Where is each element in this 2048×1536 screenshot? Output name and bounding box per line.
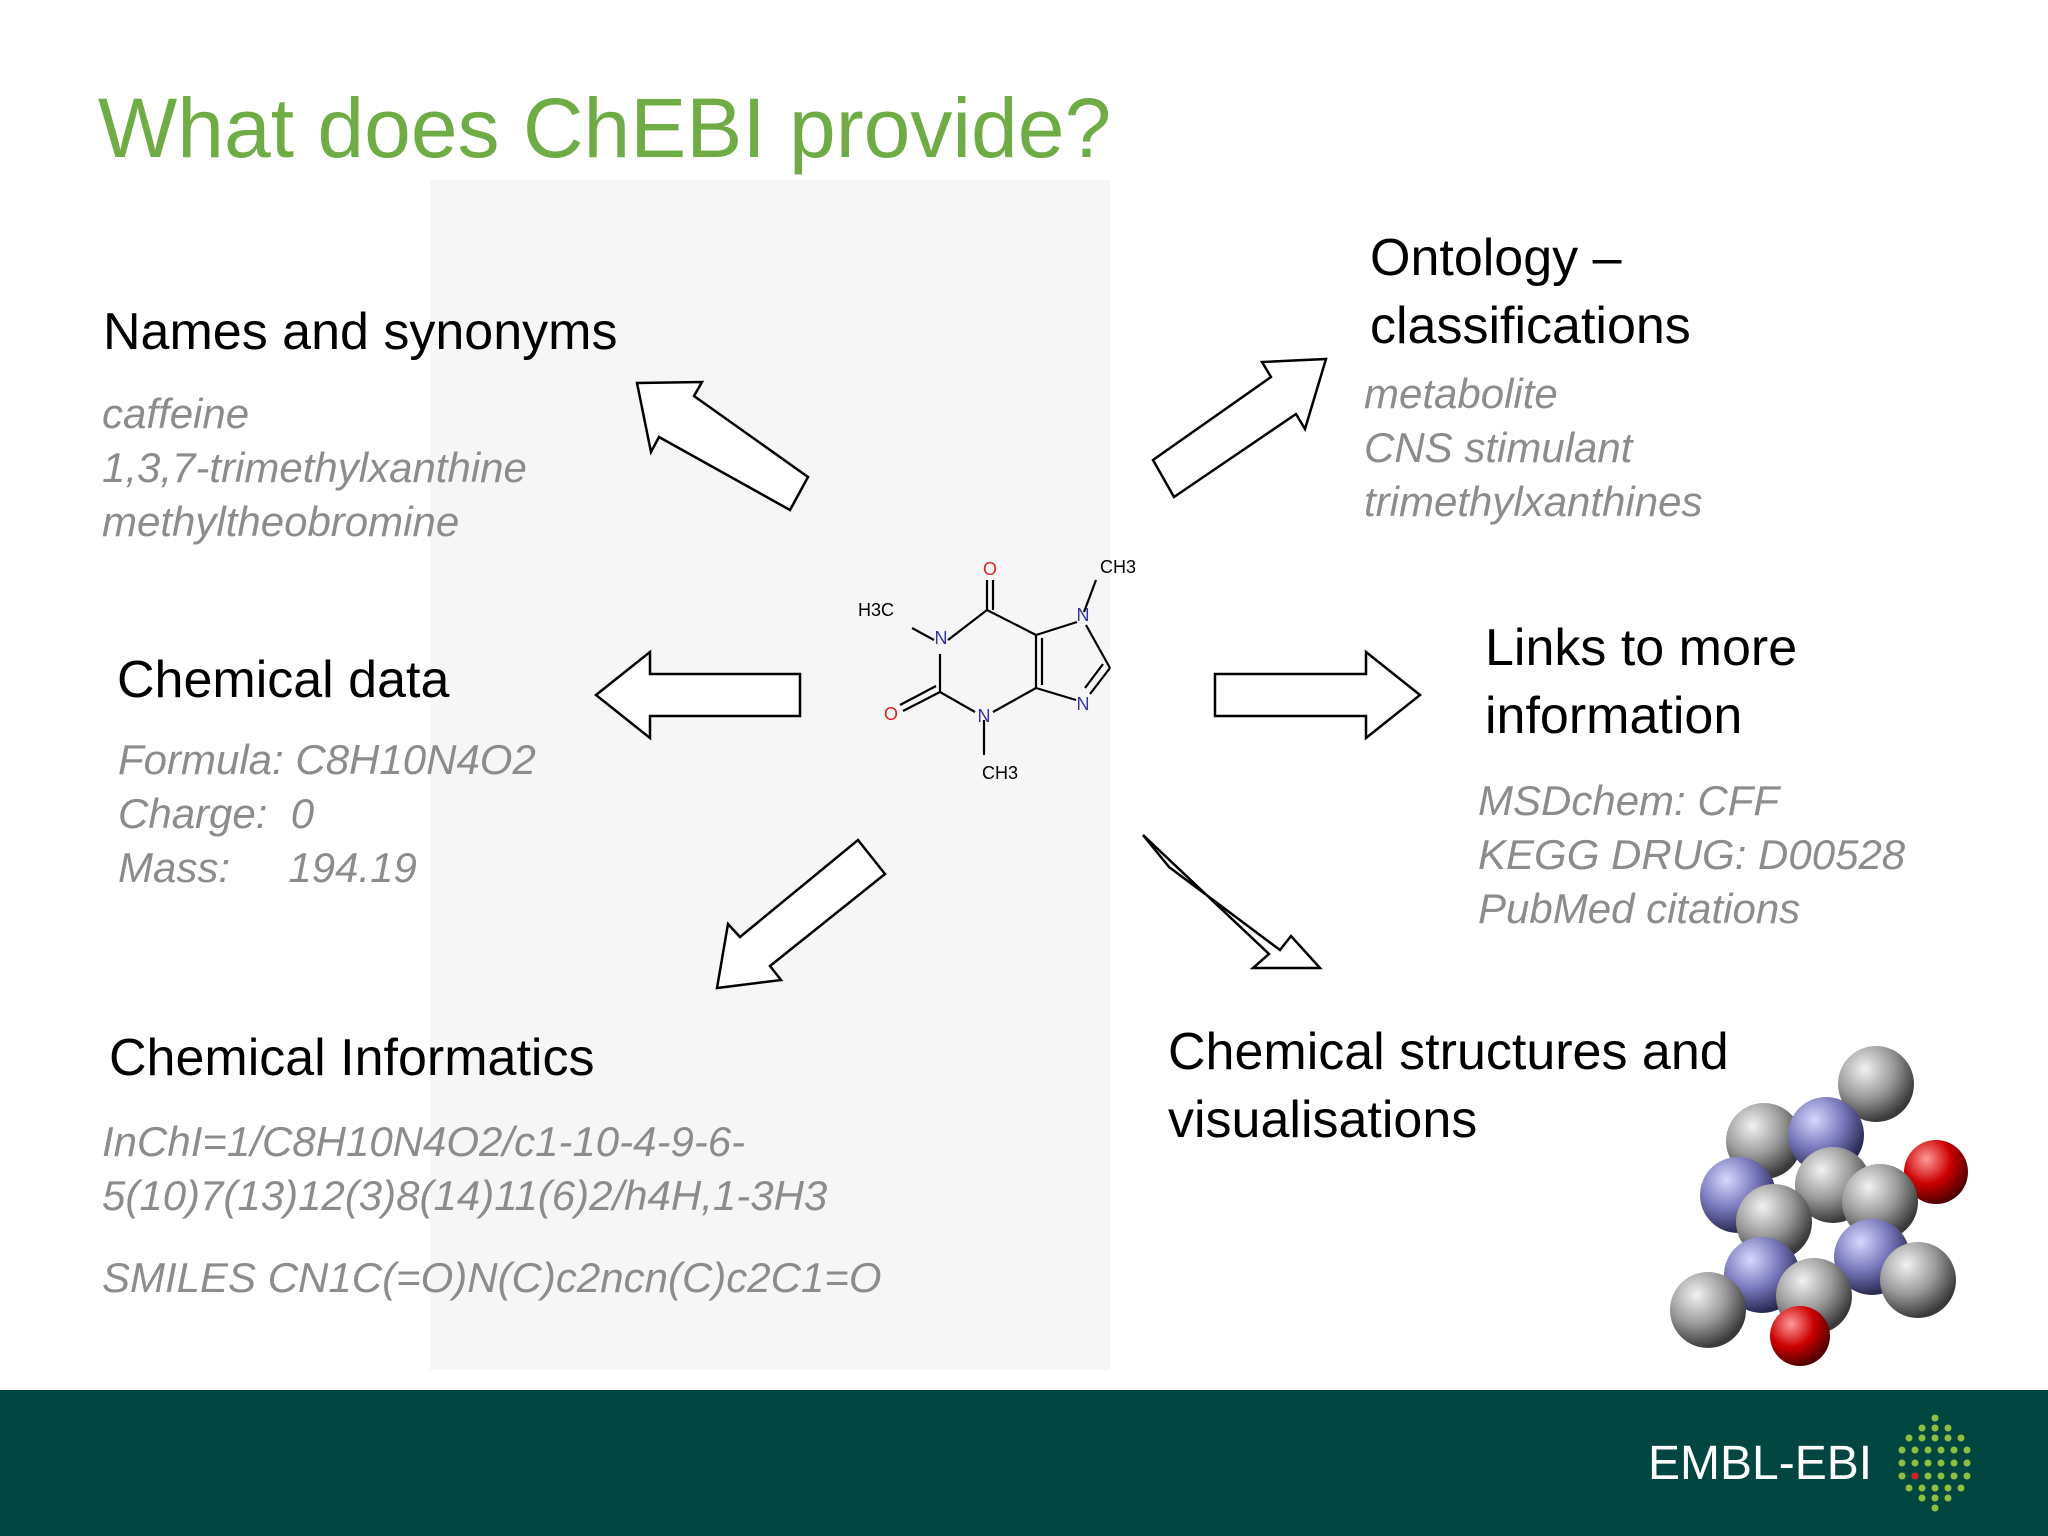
name-item: methyltheobromine: [102, 498, 460, 545]
arrow-up-left-icon: [635, 380, 810, 512]
arrow-up-right-icon: [1151, 357, 1328, 499]
atom-n9: N: [1077, 694, 1090, 714]
ontology-heading-line2: classifications: [1370, 297, 1691, 355]
arrow-right-icon: [1213, 649, 1423, 741]
smiles-block: SMILES CN1C(=O)N(C)c2ncn(C)c2C1=O: [102, 1251, 882, 1305]
names-list: caffeine 1,3,7-trimethylxanthine methylt…: [102, 387, 527, 549]
atom-ch3-bottom: CH3: [982, 763, 1018, 783]
inchi-line: 5(10)7(13)12(3)8(14)11(6)2/h4H,1-3H3: [102, 1172, 828, 1219]
atom-n7: N: [1077, 605, 1090, 625]
link-item: MSDchem: CFF: [1478, 777, 1780, 824]
inchi-block: InChI=1/C8H10N4O2/c1-10-4-9-6- 5(10)7(13…: [102, 1115, 827, 1223]
charge-line: Charge: 0: [118, 790, 315, 837]
caffeine-structure-icon: O O N N N N H3C CH3 CH3: [858, 557, 1136, 783]
ontology-item: CNS stimulant: [1364, 424, 1633, 471]
link-item: KEGG DRUG: D00528: [1478, 831, 1906, 878]
structures-heading-line2: visualisations: [1168, 1091, 1478, 1149]
slide-title: What does ChEBI provide?: [98, 81, 1112, 175]
links-list: MSDchem: CFF KEGG DRUG: D00528 PubMed ci…: [1478, 774, 1905, 936]
ontology-heading: Ontology – classifications: [1370, 224, 1691, 360]
slide-backdrop: [430, 180, 1110, 1370]
links-heading: Links to more information: [1485, 614, 1797, 750]
atom-h3c: H3C: [858, 600, 894, 620]
structures-heading: Chemical structures and visualisations: [1168, 1018, 1729, 1154]
name-item: 1,3,7-trimethylxanthine: [102, 444, 527, 491]
chemical-data-heading: Chemical data: [117, 651, 450, 709]
ball-model-icon: [1670, 1046, 1968, 1366]
inchi-line: InChI=1/C8H10N4O2/c1-10-4-9-6-: [102, 1118, 746, 1165]
footer-brand: EMBL-EBI: [1648, 1437, 1873, 1490]
chemical-data-list: Formula: C8H10N4O2 Charge: 0 Mass: 194.1…: [118, 733, 536, 895]
smiles-line: SMILES CN1C(=O)N(C)c2ncn(C)c2C1=O: [102, 1254, 882, 1301]
ontology-heading-line1: Ontology –: [1370, 229, 1622, 287]
link-item: PubMed citations: [1478, 885, 1801, 932]
links-heading-line2: information: [1485, 687, 1743, 745]
atom-o-top: O: [983, 559, 997, 579]
informatics-heading: Chemical Informatics: [109, 1029, 595, 1087]
ontology-list: metabolite CNS stimulant trimethylxanthi…: [1364, 367, 1702, 529]
formula-line: Formula: C8H10N4O2: [118, 736, 536, 783]
embl-ebi-logo-icon: [1898, 1414, 1971, 1512]
footer-bar: [0, 1390, 2048, 1536]
links-heading-line1: Links to more: [1485, 619, 1798, 677]
atom-ch3-top: CH3: [1100, 557, 1136, 577]
arrow-down-left-icon: [715, 838, 887, 990]
atom-n1: N: [935, 628, 948, 648]
atom-o-left: O: [884, 704, 898, 724]
names-heading: Names and synonyms: [103, 303, 618, 361]
arrow-left-icon: [593, 649, 802, 741]
mass-line: Mass: 194.19: [118, 844, 417, 891]
atom-n3: N: [978, 706, 991, 726]
name-item: caffeine: [102, 390, 250, 437]
ontology-item: trimethylxanthines: [1364, 478, 1703, 525]
structures-heading-line1: Chemical structures and: [1168, 1023, 1729, 1081]
arrow-down-right-icon: [1142, 834, 1323, 970]
ontology-item: metabolite: [1364, 370, 1558, 417]
